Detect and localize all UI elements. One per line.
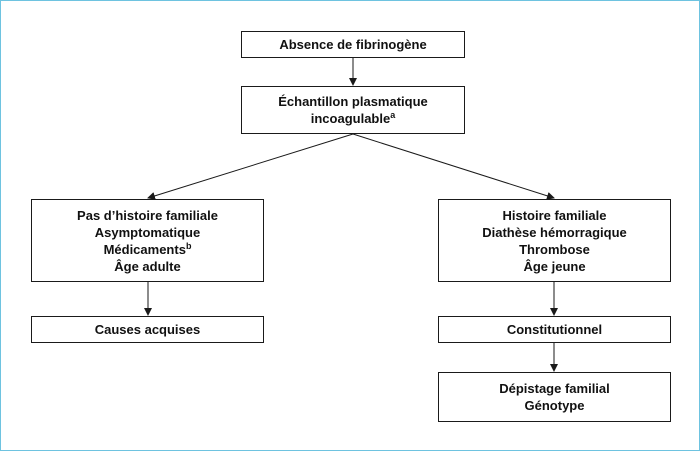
node-text: Diathèse hémorragique [482, 224, 627, 240]
arrow-echantillon-to-pas-histoire [147, 133, 354, 200]
node-text-line: incoagulablea [311, 110, 395, 127]
node-text: incoagulable [310, 111, 391, 126]
node-absence-fibrinogene: Absence de fibrinogène [241, 31, 465, 58]
node-text: Médicaments [103, 241, 186, 257]
node-echantillon-incoagulable: Échantillon plasmatique incoagulablea [241, 86, 465, 134]
node-histoire-familiale: Histoire familiale Diathèse hémorragique… [438, 199, 671, 282]
node-depistage-familial: Dépistage familial Génotype [438, 372, 671, 422]
node-text: Asymptomatique [94, 224, 201, 240]
node-text: Âge jeune [523, 258, 586, 274]
node-text: Âge adulte [114, 258, 181, 274]
node-text: Pas d’histoire familiale [77, 207, 218, 223]
footnote-marker: a [390, 110, 396, 120]
node-text: Génotype [524, 398, 585, 413]
node-text-line: Médicamentsb [104, 241, 192, 258]
node-text: Absence de fibrinogène [279, 37, 427, 52]
arrow-echantillon-to-histoire [352, 133, 555, 200]
node-text: Dépistage familial [499, 381, 610, 396]
node-text: Histoire familiale [502, 207, 607, 223]
node-text: Thrombose [519, 241, 590, 257]
node-text: Constitutionnel [506, 322, 603, 337]
node-text: Causes acquises [94, 322, 201, 337]
node-causes-acquises: Causes acquises [31, 316, 264, 343]
footnote-marker: b [185, 240, 192, 251]
node-pas-histoire-familiale: Pas d’histoire familiale Asymptomatique … [31, 199, 264, 282]
node-constitutionnel: Constitutionnel [438, 316, 671, 343]
node-text: Échantillon plasmatique [278, 94, 428, 109]
